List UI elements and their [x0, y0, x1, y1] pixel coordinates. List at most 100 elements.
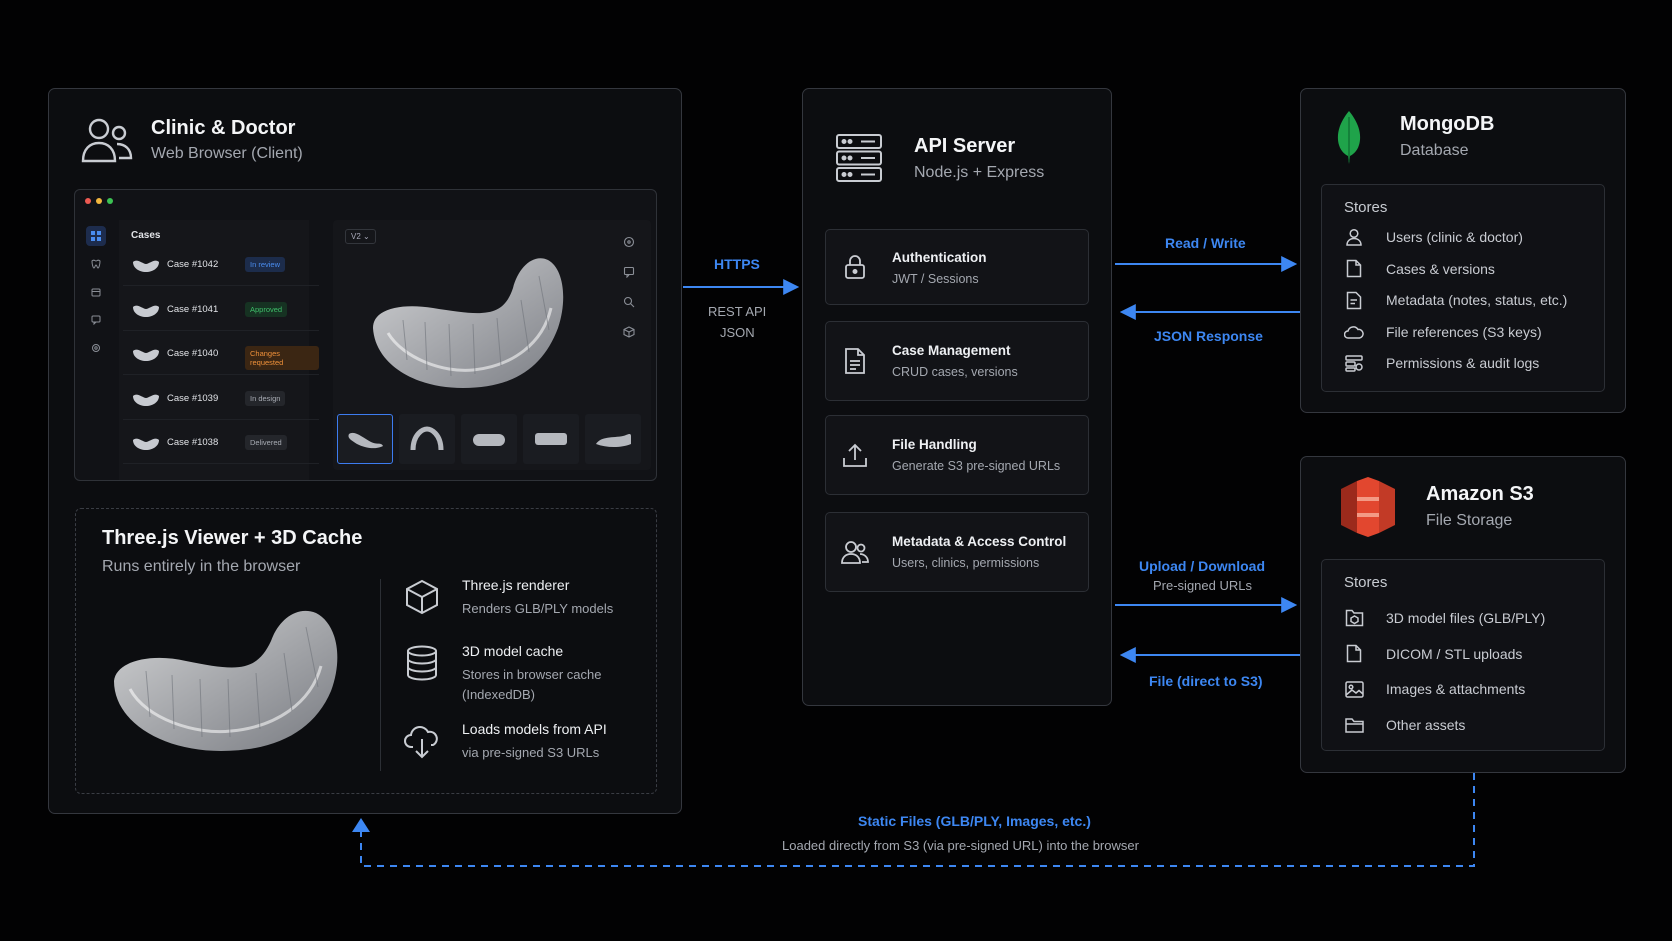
grid-icon[interactable] [86, 226, 106, 246]
settings-icon[interactable] [86, 338, 106, 358]
feature-desc: Stores in browser cache (IndexedDB) [462, 667, 602, 702]
static-files-path [360, 773, 1475, 867]
aligner-thumbnail-icon [133, 438, 159, 450]
store-item-label: File references (S3 keys) [1386, 323, 1542, 340]
store-item: 3D model files (GLB/PLY) [1344, 608, 1545, 628]
permissions-icon [1344, 353, 1364, 373]
cloud-download-icon [402, 721, 442, 761]
feature-desc: via pre-signed S3 URLs [462, 745, 600, 760]
store-item-label: Other assets [1386, 716, 1466, 733]
json-response-label: JSON Response [1154, 328, 1263, 344]
users-icon [81, 117, 133, 163]
cube-view-icon[interactable] [617, 320, 641, 344]
store-item-label: Metadata (notes, status, etc.) [1386, 292, 1568, 308]
case-name: Case #1038 [167, 437, 219, 448]
threejs-viewer-box: Three.js Viewer + 3D Cache Runs entirely… [75, 508, 657, 794]
feature-title: Loads models from API [462, 721, 607, 737]
case-name: Case #1039 [167, 392, 219, 404]
case-row[interactable]: Case #1039 In design [123, 378, 319, 420]
read-write-label: Read / Write [1165, 235, 1246, 251]
case-name: Case #1040 [167, 348, 219, 359]
service-desc: JWT / Sessions [892, 272, 979, 286]
file-icon [1344, 644, 1364, 664]
store-item-label: 3D model files (GLB/PLY) [1386, 610, 1546, 626]
api-server-panel: API Server Node.js + Express Authenticat… [802, 88, 1112, 706]
app-sidebar [79, 220, 113, 480]
zoom-icon[interactable] [617, 290, 641, 314]
folder-icon [1344, 715, 1364, 735]
service-title: File Handling [892, 437, 977, 452]
feature-title: 3D model cache [462, 643, 564, 659]
thumbnail-angle-view[interactable] [585, 414, 641, 464]
case-row[interactable]: Case #1042 In review [123, 244, 319, 286]
s3-title: Amazon S3 [1426, 483, 1534, 505]
viewer-subtitle: Runs entirely in the browser [102, 558, 301, 575]
reset-view-icon[interactable] [617, 230, 641, 254]
store-item: Users (clinic & doctor) [1344, 227, 1523, 247]
store-item-label: DICOM / STL uploads [1386, 645, 1523, 662]
mongodb-title: MongoDB [1400, 113, 1495, 135]
cube-icon [402, 577, 442, 617]
thumbnail-arch-view[interactable] [399, 414, 455, 464]
s3-stores-heading: Stores [1344, 574, 1388, 591]
status-badge: In design [245, 390, 286, 406]
window-controls [85, 198, 113, 204]
notes-icon [1344, 290, 1364, 310]
maximize-dot[interactable] [107, 198, 113, 204]
aligner-render [106, 601, 346, 766]
viewer-title: Three.js Viewer + 3D Cache [102, 527, 363, 549]
close-dot[interactable] [85, 198, 91, 204]
service-desc: Generate S3 pre-signed URLs [892, 459, 1061, 473]
presigned-label: Pre-signed URLs [1153, 578, 1252, 593]
thumbnail-top-view[interactable] [461, 414, 517, 464]
model-file-icon [1344, 608, 1364, 628]
viewer-toolbar [617, 230, 643, 344]
file-icon [1344, 259, 1364, 279]
upload-download-label: Upload / Download [1139, 558, 1265, 574]
case-name: Case #1042 [167, 259, 219, 270]
client-title: Clinic & Doctor [151, 117, 296, 139]
feature-divider [380, 579, 381, 771]
view-thumbnails [337, 414, 641, 464]
mongodb-stores-heading: Stores [1344, 199, 1388, 216]
aligner-model[interactable] [363, 248, 573, 403]
version-select[interactable]: V2 ⌄ [345, 229, 376, 244]
database-icon [402, 643, 442, 683]
s3-bucket-icon [1339, 475, 1397, 539]
store-item: File references (S3 keys) [1344, 322, 1542, 342]
service-title: Metadata & Access Control [892, 534, 1067, 549]
store-item: Images & attachments [1344, 679, 1525, 699]
status-badge: In review [245, 257, 286, 272]
json-label: JSON [720, 325, 755, 340]
message-icon[interactable] [86, 310, 106, 330]
model-viewer[interactable]: V2 ⌄ [333, 220, 651, 470]
annotate-icon[interactable] [617, 260, 641, 284]
user-icon [1344, 227, 1364, 247]
minimize-dot[interactable] [96, 198, 102, 204]
feature-desc: Renders GLB/PLY models [462, 601, 614, 616]
calendar-icon[interactable] [86, 282, 106, 302]
cloud-icon [1344, 322, 1364, 342]
lock-icon [840, 252, 870, 282]
service-title: Authentication [892, 250, 987, 265]
thumbnail-front-view[interactable] [523, 414, 579, 464]
service-title: Case Management [892, 343, 1011, 358]
mongodb-stores-box: Stores Users (clinic & doctor)Cases & ve… [1321, 184, 1605, 392]
thumbnail-side-view[interactable] [337, 414, 393, 464]
case-row[interactable]: Case #1038 Delivered [123, 422, 319, 464]
tooth-icon[interactable] [86, 254, 106, 274]
store-item-label: Users (clinic & doctor) [1386, 229, 1523, 245]
feature-title: Three.js renderer [462, 577, 570, 593]
mongodb-leaf-icon [1335, 109, 1363, 165]
status-badge: Delivered [245, 435, 287, 450]
api-title: API Server [914, 135, 1016, 157]
